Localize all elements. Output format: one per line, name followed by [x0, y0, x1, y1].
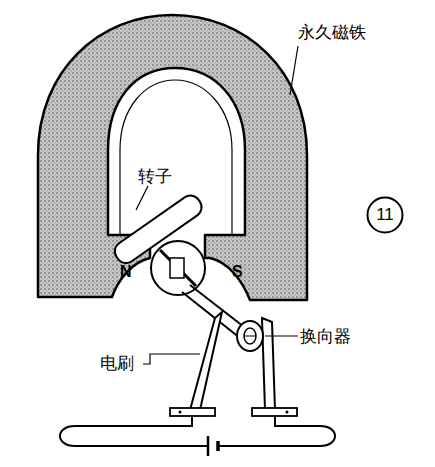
- leader-line: [290, 46, 298, 95]
- part-label: 换向器: [300, 326, 351, 346]
- pole-edge: [232, 234, 245, 236]
- part-label: 转子: [138, 166, 172, 186]
- part-label: 电刷: [100, 353, 134, 373]
- pole-label: N: [120, 262, 132, 282]
- pole-edge: [108, 234, 120, 236]
- pole-label: S: [232, 262, 243, 282]
- commutator: [237, 321, 263, 351]
- leader-line: [265, 335, 298, 336]
- part-label: 永久磁铁: [298, 22, 366, 42]
- callout-number: 11: [366, 196, 404, 234]
- battery-circuit: [60, 416, 335, 456]
- brush-stand: [170, 312, 297, 416]
- leader-line: [136, 186, 148, 210]
- permanent-magnet: [38, 15, 307, 300]
- rotor: [111, 192, 206, 295]
- callout-circle: 11: [366, 196, 404, 234]
- leader-line: [143, 354, 200, 364]
